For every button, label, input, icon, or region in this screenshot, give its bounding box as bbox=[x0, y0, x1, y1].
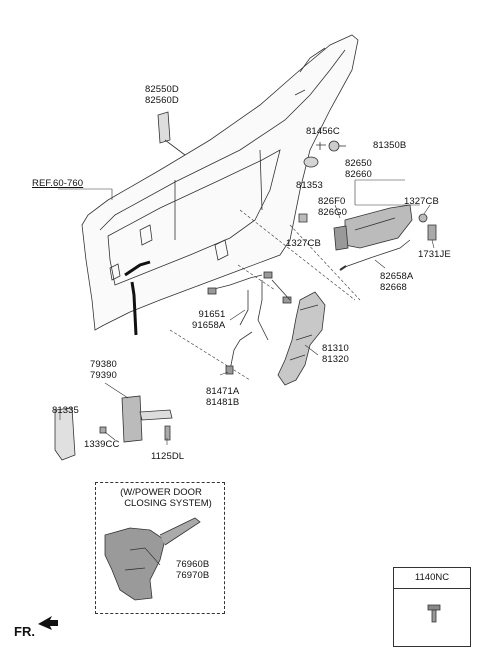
part-number: 826G0 bbox=[318, 207, 348, 218]
inset-title-line1: (W/POWER DOOR bbox=[120, 487, 202, 498]
item-91651-shape bbox=[207, 271, 292, 341]
label-1327CB-left: 1327CB bbox=[286, 238, 321, 249]
inset-title: (W/POWER DOOR CLOSING SYSTEM) bbox=[100, 487, 222, 509]
reference-text: REF.60-760 bbox=[32, 178, 84, 189]
part-number: 81481B bbox=[206, 397, 240, 408]
label-1125DL: 1125DL bbox=[151, 451, 184, 462]
item-1327CB-right-shape bbox=[418, 213, 428, 223]
label-1339CC: 1339CC bbox=[84, 439, 119, 450]
label-81456C: 81456C bbox=[306, 126, 340, 137]
item-1731JE-shape bbox=[427, 224, 437, 241]
part-number: 79390 bbox=[90, 370, 117, 381]
part-number: 826F0 bbox=[318, 196, 346, 207]
label-ref: REF.60-760 bbox=[32, 178, 83, 189]
label-81471A: 81471A 81481B bbox=[206, 386, 239, 408]
label-82550D: 82550D 82560D bbox=[145, 84, 179, 106]
label-1731JE: 1731JE bbox=[418, 249, 451, 260]
label-1327CB-right: 1327CB bbox=[404, 196, 439, 207]
part-number: 82560D bbox=[145, 95, 179, 106]
part-number: 76960B bbox=[176, 559, 210, 570]
part-number: 81310 bbox=[322, 343, 349, 354]
leader-lines bbox=[58, 179, 435, 566]
item-81353-shape bbox=[303, 156, 319, 168]
label-82658A: 82658A 82668 bbox=[380, 271, 413, 293]
part-number: 79380 bbox=[90, 359, 117, 370]
item-1140NC-shape bbox=[427, 604, 441, 623]
item-81335-shape bbox=[54, 407, 76, 461]
label-76960B: 76960B 76970B bbox=[176, 559, 209, 581]
item-82650-shape bbox=[344, 204, 413, 249]
part-number: 81335 bbox=[52, 405, 79, 416]
part-number: 1125DL bbox=[151, 451, 185, 462]
item-81350B-shape bbox=[328, 140, 346, 152]
label-81353: 81353 bbox=[296, 180, 323, 191]
item-1327CB-left-shape bbox=[298, 213, 308, 223]
part-number: 1339CC bbox=[84, 439, 120, 450]
part-number: 82550D bbox=[145, 84, 179, 95]
item-826F0-shape bbox=[333, 225, 349, 251]
item-1125DL-shape bbox=[164, 425, 171, 441]
item-81456C-shape bbox=[316, 142, 326, 150]
part-number: 1327CB bbox=[404, 196, 439, 207]
part-number: 81471A bbox=[206, 386, 240, 397]
leader-dashed bbox=[169, 209, 356, 381]
item-82550D-shape bbox=[157, 111, 186, 156]
front-arrow-icon bbox=[38, 616, 58, 630]
item-81471A-shape bbox=[225, 331, 253, 375]
item-82658A-shape bbox=[339, 239, 411, 271]
item-81310-shape bbox=[277, 291, 326, 386]
label-79380: 79380 79390 bbox=[90, 359, 117, 381]
item-79380-shape bbox=[121, 395, 173, 443]
item-76960B-shape bbox=[104, 517, 201, 601]
part-number: 82650 bbox=[345, 158, 372, 169]
door-inner-panel bbox=[81, 34, 359, 331]
label-81350B: 81350B bbox=[373, 140, 406, 151]
part-number: 81350B bbox=[373, 140, 407, 151]
part-number: 1731JE bbox=[418, 249, 451, 260]
label-81310: 81310 81320 bbox=[322, 343, 349, 365]
part-number: 81353 bbox=[296, 180, 323, 191]
inset-title-line2: CLOSING SYSTEM) bbox=[124, 498, 212, 509]
part-number: 91651 bbox=[198, 309, 226, 320]
part-number: 81320 bbox=[322, 354, 349, 365]
label-826F0: 826F0 826G0 bbox=[318, 196, 347, 218]
label-91651: 91651 91658A bbox=[192, 309, 225, 331]
part-number: 76970B bbox=[176, 570, 210, 581]
label-82650: 82650 82660 bbox=[345, 158, 372, 180]
harness-strap bbox=[124, 260, 151, 336]
part-box-header: 1140NC bbox=[394, 568, 470, 589]
part-number: 91658A bbox=[192, 320, 226, 331]
part-number: 82658A bbox=[380, 271, 414, 282]
label-81335: 81335 bbox=[52, 405, 79, 416]
power-door-closing-inset: (W/POWER DOOR CLOSING SYSTEM) bbox=[95, 482, 225, 614]
leader-dashed-2 bbox=[289, 224, 361, 301]
front-direction-label: FR. bbox=[14, 624, 35, 639]
part-number: 1327CB bbox=[286, 238, 321, 249]
part-number: 82660 bbox=[345, 169, 372, 180]
item-1339CC-shape bbox=[99, 426, 107, 434]
part-number: 81456C bbox=[306, 126, 340, 137]
part-box-1140NC: 1140NC bbox=[393, 567, 471, 647]
part-number: 82668 bbox=[380, 282, 407, 293]
